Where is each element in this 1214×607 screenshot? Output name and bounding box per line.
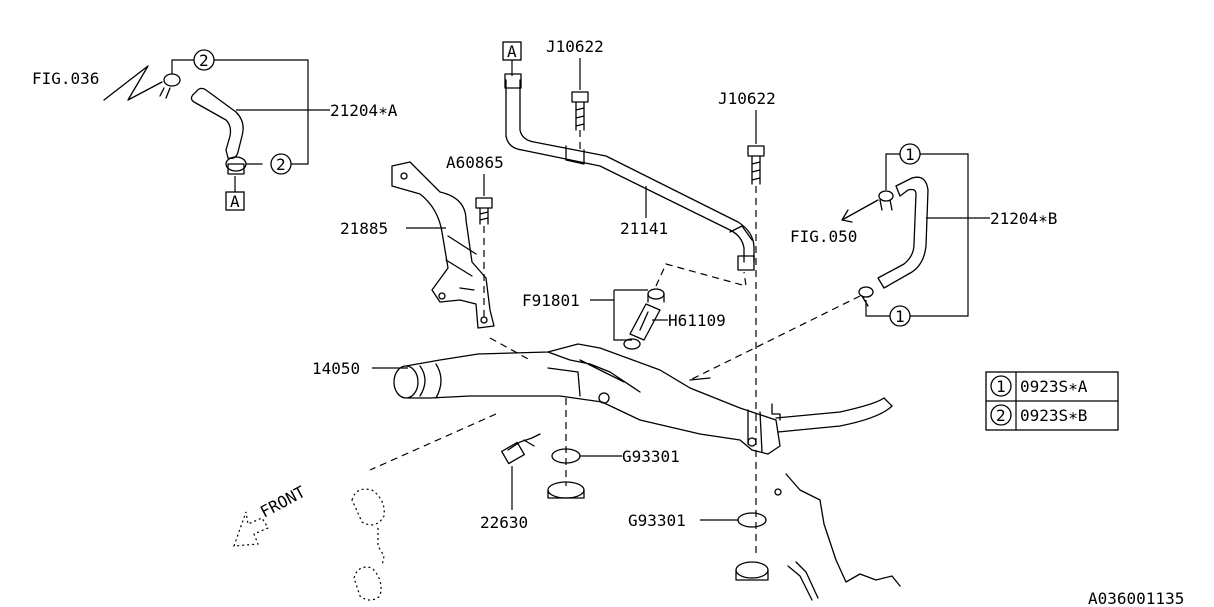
h61109-label: H61109 — [668, 311, 726, 330]
svg-text:1: 1 — [895, 307, 905, 326]
ref-a-top-label: A — [507, 42, 517, 61]
svg-text:2: 2 — [199, 51, 209, 70]
pipe-21141-bracket — [565, 145, 585, 165]
hose-h61109 — [629, 303, 661, 341]
hose-21204b-guide — [689, 295, 861, 381]
clamp-f91801-top — [647, 288, 665, 303]
fig-050-arrow — [841, 199, 879, 223]
part-21204b-label: 21204∗B — [990, 209, 1057, 228]
leader-2-top — [171, 59, 309, 165]
callout-2-top: 2 — [193, 49, 215, 71]
a60865-label: A60865 — [446, 153, 504, 172]
clamp-right-bottom — [858, 286, 874, 307]
legend-part-1: 0923S∗A — [1020, 377, 1088, 396]
legend-table: 1 0923S∗A 2 0923S∗B — [985, 371, 1119, 431]
diagram-id: A036001135 — [1088, 589, 1184, 607]
gasket-g93301-b — [737, 512, 767, 528]
callout-2-bottom: 2 — [270, 153, 292, 175]
legend-num-1: 1 — [996, 377, 1006, 396]
j10622-a-label: J10622 — [546, 37, 604, 56]
pipe-21141-end-top — [504, 73, 522, 89]
bracket-hole-3 — [480, 316, 488, 324]
pipe-21141 — [505, 79, 755, 263]
clamp-top-left — [159, 73, 181, 99]
leader-1-bracket — [865, 153, 969, 317]
fig-036-label: FIG.036 — [32, 69, 99, 88]
callout-1-top: 1 — [899, 143, 921, 165]
fig-050-label: FIG.050 — [790, 227, 857, 246]
part-22630-label: 22630 — [480, 513, 528, 532]
sensor-22630 — [501, 433, 541, 465]
legend-row-2: 2 0923S∗B — [990, 404, 1087, 426]
front-label: FRONT — [257, 482, 309, 522]
g93301-b-label: G93301 — [628, 511, 686, 530]
front-arrow-icon: FRONT — [233, 482, 309, 547]
pipe-14050 — [393, 343, 893, 455]
clamp-right-top — [878, 190, 894, 211]
pipe-14050-guide-front — [369, 413, 497, 471]
hose-21204b — [877, 176, 929, 289]
legend-row-1: 1 0923S∗A — [990, 375, 1088, 397]
bolt-j10622-b — [747, 145, 765, 185]
svg-text:2: 2 — [276, 155, 286, 174]
fitting-under-gasket-a — [547, 481, 585, 499]
fig-036-break-line — [103, 65, 163, 101]
engine-block-outline — [351, 473, 901, 601]
pipe-21141-end-bottom — [737, 255, 755, 271]
legend-num-2: 2 — [996, 406, 1006, 425]
part-21885-label: 21885 — [340, 219, 388, 238]
j10622-b-label: J10622 — [718, 89, 776, 108]
bracket-hole-1 — [400, 172, 408, 180]
fitting-under-gasket-b — [735, 561, 769, 581]
hose-to-pipe-guide — [655, 263, 747, 287]
bracket-hole-2 — [438, 292, 446, 300]
clamp-bottom-left — [225, 156, 263, 175]
ref-a-left-label: A — [230, 192, 240, 211]
part-21204a-label: 21204∗A — [330, 101, 398, 120]
g93301-a-label: G93301 — [622, 447, 680, 466]
hose-21204a — [190, 87, 244, 160]
svg-text:1: 1 — [905, 145, 915, 164]
clamp-f91801-bottom — [623, 338, 641, 350]
legend-part-2: 0923S∗B — [1020, 406, 1087, 425]
pipe-21141-bracket-2 — [729, 225, 753, 241]
part-21141-label: 21141 — [620, 219, 668, 238]
bolt-j10622-a — [571, 91, 589, 131]
leader-f91801 — [590, 289, 648, 341]
pipe-14050-guide-left — [489, 337, 531, 361]
f91801-label: F91801 — [522, 291, 580, 310]
part-14050-label: 14050 — [312, 359, 360, 378]
callout-1-bottom: 1 — [889, 305, 911, 327]
bracket-21885 — [391, 161, 495, 329]
bolt-a60865 — [475, 197, 493, 225]
